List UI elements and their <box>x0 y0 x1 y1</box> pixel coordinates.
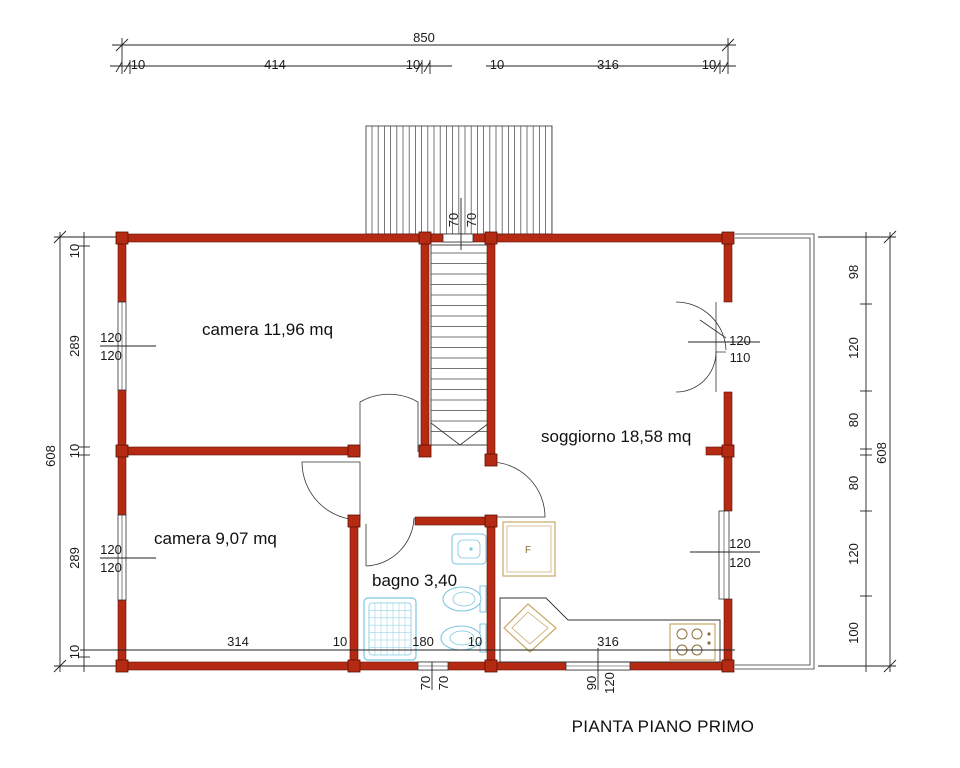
dim-right-seg-5: 120 <box>846 543 861 565</box>
sink-icon <box>451 533 487 565</box>
corner-sink-icon <box>503 603 557 653</box>
wall-post <box>347 659 361 673</box>
dim-bottom-seg-1: 314 <box>227 634 249 649</box>
wall-post <box>484 453 498 467</box>
dim-right-seg-2: 120 <box>846 337 861 359</box>
wall-post <box>484 659 498 673</box>
dim-left-seg-4: 289 <box>67 547 82 569</box>
door-soggiorno-height: 110 <box>730 350 751 365</box>
dim-top-seg-3: 10 <box>406 57 420 72</box>
bidet-icon <box>442 585 487 613</box>
dim-bottom-seg-4: 10 <box>468 634 482 649</box>
wall-segment <box>117 237 127 303</box>
dim-right-seg-1: 98 <box>846 265 861 279</box>
right-dimension-chain: 98 120 80 80 120 100 608 <box>818 230 897 673</box>
dim-left-total: 608 <box>43 445 58 467</box>
room-labels: camera 11,96 mq camera 9,07 mq soggiorno… <box>154 320 691 590</box>
wall-post <box>115 659 129 673</box>
win-soggiorno-width: 120 <box>729 536 751 551</box>
dim-left-seg-3: 10 <box>67 444 82 458</box>
dim-bottom-seg-2: 10 <box>333 634 347 649</box>
wall-post <box>115 231 129 245</box>
cooktop-icon <box>669 623 716 661</box>
wall-post <box>418 231 432 245</box>
dim-right-total: 608 <box>874 442 889 464</box>
room-label-soggiorno: soggiorno 18,58 mq <box>541 427 691 446</box>
wall-segment <box>486 520 496 667</box>
dim-top-seg-6: 10 <box>702 57 716 72</box>
fridge-icon: F <box>502 521 556 577</box>
room-label-camera-top: camera 11,96 mq <box>202 320 333 339</box>
dim-top-seg-2: 414 <box>264 57 286 72</box>
kitchen-win-a: 90 <box>584 676 599 690</box>
dim-total-width: 850 <box>413 30 435 45</box>
win-camera-top-height: 120 <box>100 348 122 363</box>
fridge-label: F <box>525 545 531 556</box>
wall-segment <box>121 446 361 456</box>
kitchen-win-b: 120 <box>602 672 617 694</box>
wall-segment <box>723 598 733 667</box>
bagno-win-a: 70 <box>418 676 433 690</box>
wall-segment <box>486 237 496 461</box>
left-dimension-chain: 10 289 10 289 10 608 <box>43 230 122 673</box>
win-camera-top-width: 120 <box>100 330 122 345</box>
wall-segment <box>117 599 127 667</box>
wall-post <box>721 444 735 458</box>
wall-post <box>347 514 361 528</box>
bagno-win-b: 70 <box>436 676 451 690</box>
dim-bottom-seg-3: 180 <box>412 634 434 649</box>
dim-top-seg-4: 10 <box>490 57 504 72</box>
wall-post <box>484 514 498 528</box>
doors <box>301 301 727 567</box>
dim-top-seg-5: 316 <box>597 57 619 72</box>
win-soggiorno-height: 120 <box>729 555 751 570</box>
plan-title: PIANTA PIANO PRIMO <box>572 717 755 736</box>
room-label-bagno: bagno 3,40 <box>372 571 457 590</box>
balcony-outline <box>735 233 815 670</box>
kitchen-fixtures: F <box>499 521 721 663</box>
dim-bottom-seg-5: 316 <box>597 634 619 649</box>
dim-left-seg-2: 289 <box>67 335 82 357</box>
wall-post <box>721 231 735 245</box>
win-camera-bottom-width: 120 <box>100 542 122 557</box>
wall-post <box>484 231 498 245</box>
toilet-icon <box>440 623 487 653</box>
bathroom-fixtures <box>363 533 487 661</box>
dim-left-seg-1: 10 <box>67 244 82 258</box>
dim-top-seg-1: 10 <box>131 57 145 72</box>
wall-post <box>418 444 432 458</box>
wall-post <box>721 659 735 673</box>
top-dimension-chain: 850 10 414 10 10 316 10 <box>110 30 736 74</box>
shower-icon <box>363 597 417 661</box>
external-staircase <box>365 125 553 235</box>
dim-right-seg-4: 80 <box>846 476 861 490</box>
wall-segment <box>420 237 430 452</box>
win-camera-bottom-height: 120 <box>100 560 122 575</box>
wall-segment <box>723 237 733 303</box>
stair-opening-b: 70 <box>464 213 479 227</box>
walls <box>115 231 735 673</box>
inner-dimensions: 120 120 120 120 120 110 120 120 70 70 70… <box>80 198 760 694</box>
wall-post <box>347 444 361 458</box>
room-label-camera-bottom: camera 9,07 mq <box>154 529 277 548</box>
dim-right-seg-6: 100 <box>846 622 861 644</box>
inner-staircase <box>430 244 490 446</box>
wall-segment <box>349 520 359 667</box>
wall-post <box>115 444 129 458</box>
door-soggiorno-width: 120 <box>729 333 751 348</box>
dim-right-seg-3: 80 <box>846 413 861 427</box>
wall-segment <box>414 516 492 526</box>
stair-opening-a: 70 <box>446 213 461 227</box>
dim-left-seg-5: 10 <box>67 645 82 659</box>
